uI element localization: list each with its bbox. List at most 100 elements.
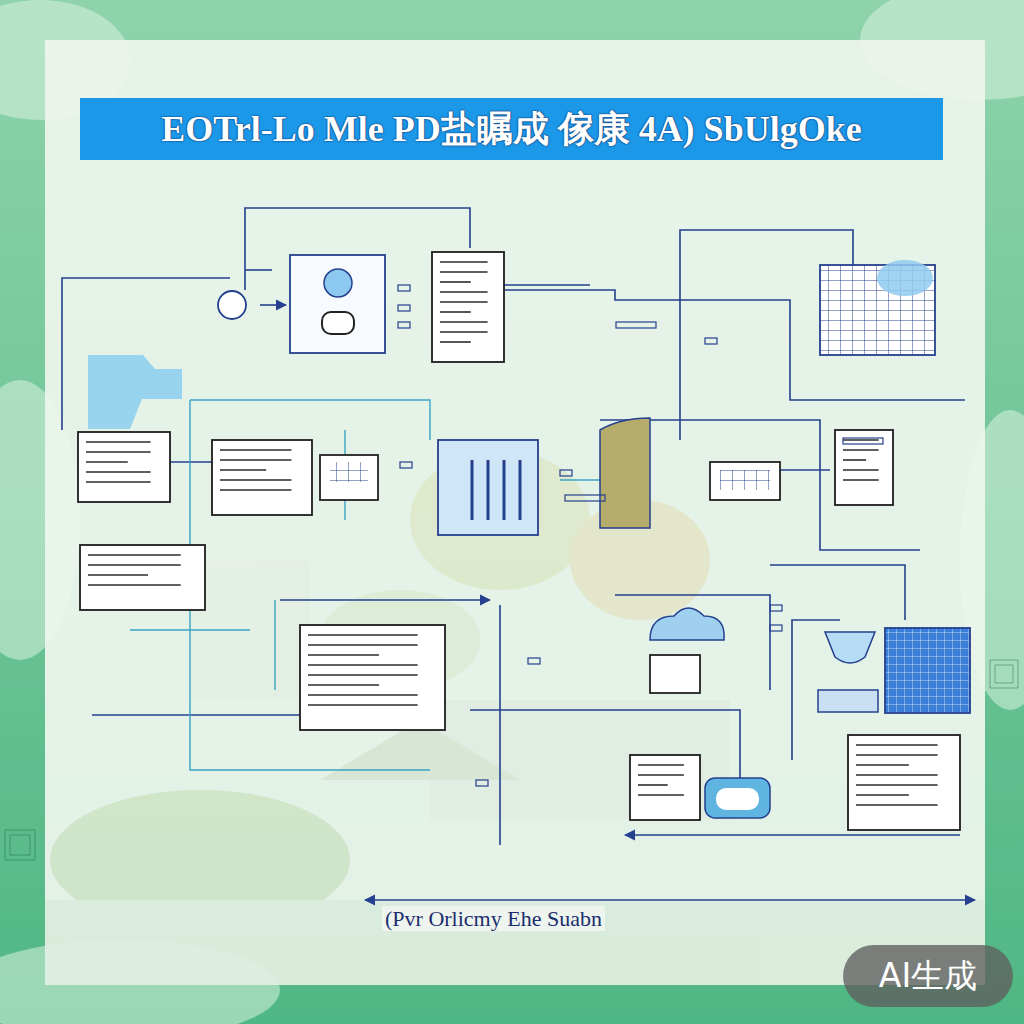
text-stroke xyxy=(440,331,488,333)
document-outline xyxy=(80,545,205,610)
document-icon xyxy=(80,545,205,610)
text-stroke xyxy=(308,694,418,696)
watermark: AI生成 xyxy=(879,954,977,999)
document-outline xyxy=(848,735,960,830)
icon-circle xyxy=(218,291,246,319)
small-mark xyxy=(476,780,488,786)
title-banner: EOTrl-Lo Mle PD盐瞩成 傢康 4A) SbUlgOke xyxy=(80,98,943,160)
small-mark xyxy=(398,322,410,328)
caption-text: (Pvr Orlicmy Ehe Suabn xyxy=(382,906,605,931)
document-icon xyxy=(630,755,700,820)
olive-block xyxy=(600,418,650,528)
funnel xyxy=(825,632,875,663)
text-stroke xyxy=(440,311,471,313)
text-stroke xyxy=(220,469,266,471)
small-mark xyxy=(528,658,540,664)
document-outline xyxy=(432,252,504,362)
text-stroke xyxy=(440,301,488,303)
text-stroke xyxy=(308,664,418,666)
frame-ornament xyxy=(5,660,1018,860)
text-stroke xyxy=(440,261,488,263)
text-stroke xyxy=(843,469,879,471)
document-outline xyxy=(835,430,893,505)
document-icon xyxy=(835,430,893,505)
small-mark xyxy=(770,605,782,611)
device xyxy=(710,462,780,500)
panel xyxy=(45,40,985,985)
text-stroke xyxy=(220,479,291,481)
caption-box: (Pvr Orlicmy Ehe Suabn xyxy=(382,906,605,932)
small-mark xyxy=(400,462,412,468)
text-stroke xyxy=(856,764,909,766)
document-outline xyxy=(300,625,445,730)
screen xyxy=(320,455,378,500)
small-mark xyxy=(843,438,883,444)
text-stroke xyxy=(88,584,181,586)
text-stroke xyxy=(86,461,128,463)
text-stroke xyxy=(308,704,418,706)
document-icon xyxy=(212,440,312,515)
device-screen xyxy=(720,470,770,490)
icon-dot xyxy=(324,269,352,297)
text-stroke xyxy=(86,471,151,473)
small-mark xyxy=(565,495,605,501)
document-icon xyxy=(848,735,960,830)
text-stroke xyxy=(856,744,938,746)
text-stroke xyxy=(220,459,291,461)
document-outline xyxy=(212,440,312,515)
text-stroke xyxy=(843,449,879,451)
text-stroke xyxy=(308,684,379,686)
blue-splash xyxy=(877,260,933,296)
title-text: EOTrl-Lo Mle PD盐瞩成 傢康 4A) SbUlgOke xyxy=(161,105,861,154)
text-stroke xyxy=(638,794,684,796)
cloud xyxy=(650,608,724,640)
icon-face xyxy=(322,312,354,334)
wires xyxy=(62,208,975,900)
ring xyxy=(705,778,770,818)
cloud-box xyxy=(650,655,700,693)
text-stroke xyxy=(638,764,684,766)
text-stroke xyxy=(843,439,879,441)
text-stroke xyxy=(843,459,866,461)
small-mark xyxy=(770,625,782,631)
text-stroke xyxy=(440,281,471,283)
document-icon xyxy=(300,625,445,730)
text-stroke xyxy=(638,774,684,776)
text-stroke xyxy=(86,481,151,483)
document-outline xyxy=(630,755,700,820)
text-stroke xyxy=(856,754,938,756)
small-mark xyxy=(705,338,717,344)
text-stroke xyxy=(308,674,418,676)
text-stroke xyxy=(856,784,938,786)
text-stroke xyxy=(856,794,909,796)
text-stroke xyxy=(220,489,291,491)
document-icon xyxy=(78,432,170,502)
text-stroke xyxy=(638,784,668,786)
text-stroke xyxy=(88,564,181,566)
text-stroke xyxy=(88,574,148,576)
blue-grid xyxy=(885,628,970,713)
screen-grid xyxy=(330,462,368,482)
icons xyxy=(88,255,970,818)
stack xyxy=(818,690,878,712)
text-stroke xyxy=(86,441,151,443)
text-stroke xyxy=(308,634,418,636)
text-stroke xyxy=(440,271,488,273)
text-stroke xyxy=(308,644,418,646)
text-stroke xyxy=(856,804,938,806)
document-icon xyxy=(432,252,504,362)
text-stroke xyxy=(856,774,938,776)
small-mark xyxy=(616,322,656,328)
small-mark xyxy=(398,285,410,291)
small-mark xyxy=(560,470,572,476)
text-stroke xyxy=(440,321,488,323)
text-stroke xyxy=(88,554,181,556)
text-stroke xyxy=(308,654,379,656)
documents xyxy=(78,252,960,830)
cabinet-bars xyxy=(472,460,520,520)
text-stroke xyxy=(440,341,471,343)
text-stroke xyxy=(440,291,488,293)
watermark-pill: AI生成 xyxy=(843,945,1013,1007)
blue-splash xyxy=(88,355,182,429)
